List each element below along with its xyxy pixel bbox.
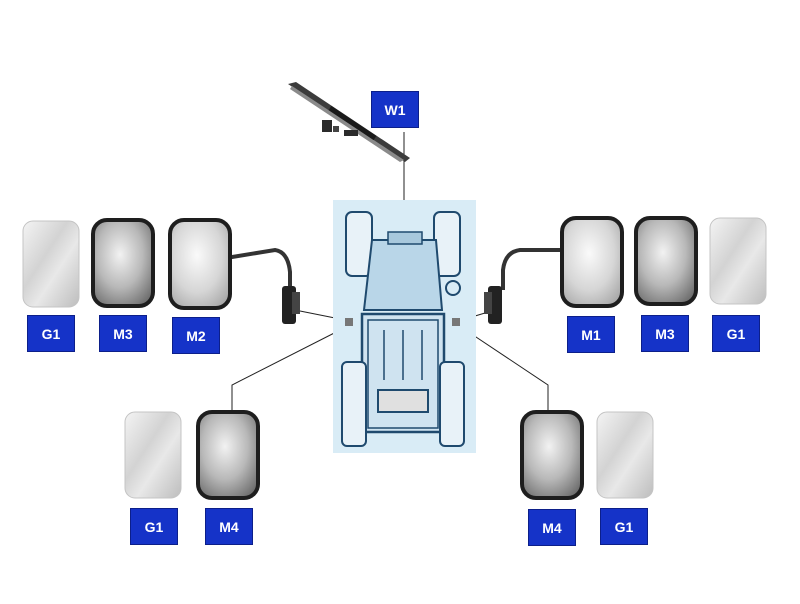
- wiper-blade: [288, 82, 410, 162]
- label-g1-top-left: G1: [27, 315, 75, 352]
- label-m3-right: M3: [641, 315, 689, 352]
- tractor-illustration: [333, 200, 476, 453]
- label-m4-right: M4: [528, 509, 576, 546]
- mirror-m2-arm-left: [225, 247, 300, 324]
- label-g1-bottom-left: G1: [130, 508, 178, 545]
- glass-g1-bottom-right: [596, 411, 654, 499]
- label-g1-top-right: G1: [712, 315, 760, 352]
- glass-g1-bottom-left: [124, 411, 182, 499]
- glass-g1-top-right: [709, 217, 767, 305]
- glass-g1-top-left: [22, 220, 80, 308]
- mirror-m2: [168, 218, 232, 310]
- label-m3-left: M3: [99, 315, 147, 352]
- mirror-m1: [560, 216, 624, 308]
- mirror-m3-right: [634, 216, 698, 306]
- label-m1: M1: [567, 316, 615, 353]
- mirror-m4-left: [196, 410, 260, 500]
- mirror-m4-right: [520, 410, 584, 500]
- label-w1: W1: [371, 91, 419, 128]
- mirror-m3-left: [91, 218, 155, 308]
- label-g1-bottom-right: G1: [600, 508, 648, 545]
- label-m2: M2: [172, 317, 220, 354]
- mirror-m1-arm-right: [484, 248, 568, 324]
- label-m4-left: M4: [205, 508, 253, 545]
